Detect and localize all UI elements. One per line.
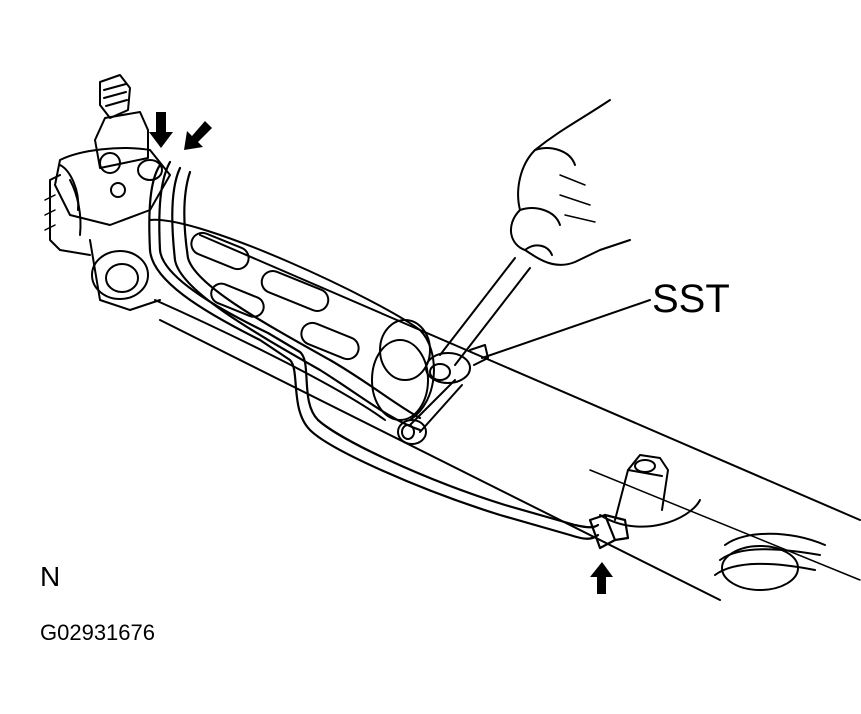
tool-label: SST [652,277,730,321]
valve-housing [44,74,171,311]
view-mark: N [40,561,60,592]
rack-housing [149,218,435,421]
sst-leader-line [481,299,651,359]
rack-tube [159,234,861,601]
arrow-icon [590,562,613,594]
wrench-icon [397,257,531,445]
mounting-bracket [599,454,701,528]
hydraulic-tubes [148,160,630,550]
arrow-icon [184,121,212,150]
figure-code: G02931676 [40,620,155,645]
hand-icon [510,99,631,266]
arrow-icon [149,112,173,148]
